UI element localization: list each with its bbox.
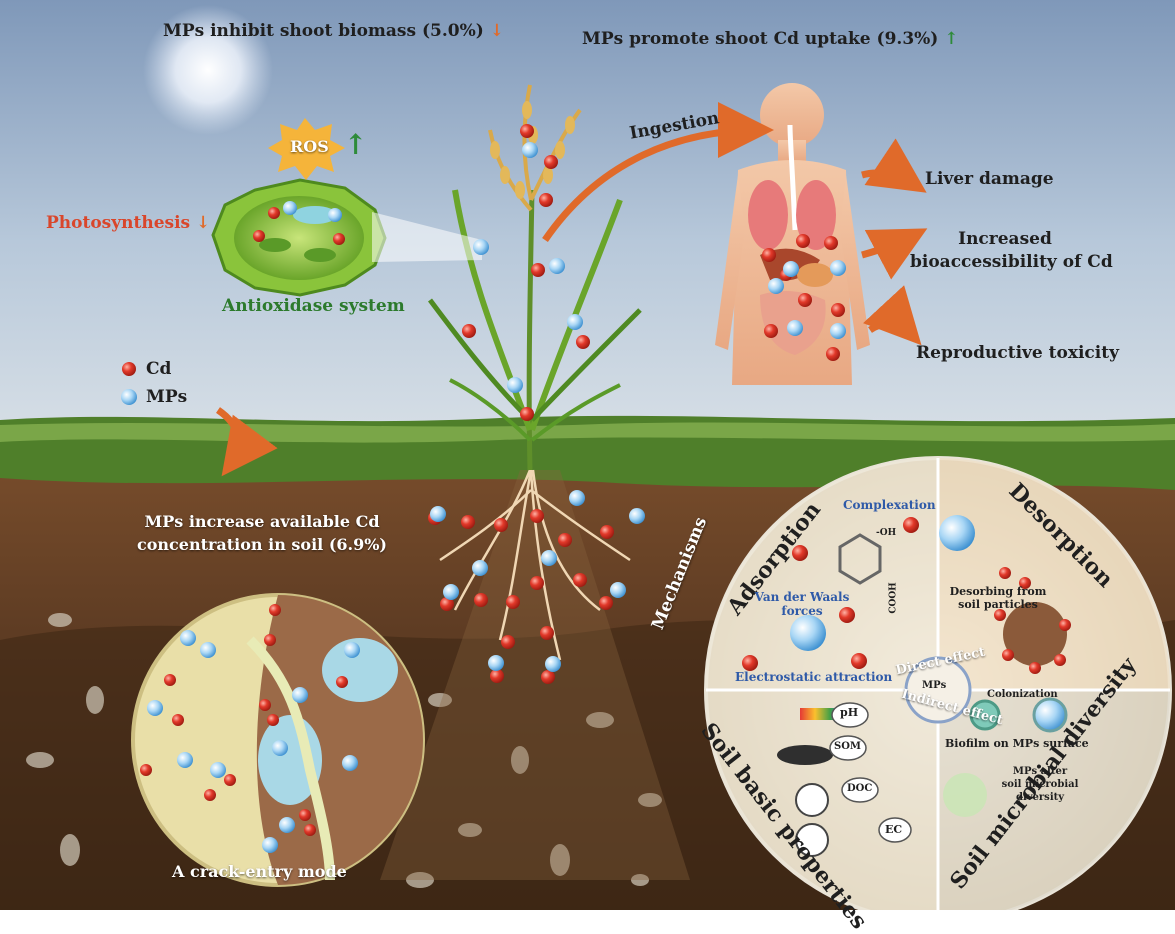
cooh-label: COOH (888, 582, 899, 614)
desorbing-line1: Desorbing from (949, 585, 1047, 598)
soil-stones (26, 613, 662, 888)
desorbing-label: Desorbing from soil particles (938, 585, 1058, 611)
uptake-label: MPs promote shoot Cd uptake (9.3%) ↑ (582, 29, 959, 49)
liver-label: Liver damage (925, 169, 1054, 189)
desorbing-line2: soil particles (958, 598, 1038, 611)
root-zone (380, 470, 690, 880)
bioaccessibility-label: Increased bioaccessibility of Cd (910, 228, 1113, 274)
vdw-line2: forces (781, 604, 823, 618)
grass-highlight (0, 422, 1175, 443)
bioaccessibility-line1: Increased (958, 229, 1052, 249)
soil-cd-line1: MPs increase available Cd (144, 512, 380, 531)
flow-arrows (215, 102, 928, 477)
biofilm-label: Biofilm on MPs surface (945, 737, 1089, 750)
ros-label: ROS (290, 137, 329, 156)
down-arrow-icon: ↓ (489, 21, 504, 41)
crack-entry-label: A crack-entry mode (172, 862, 347, 881)
electrostatic-label: Electrostatic attraction (735, 670, 893, 684)
mps-badge: MPs (922, 680, 947, 691)
reproductive-label: Reproductive toxicity (916, 343, 1119, 363)
colonization-label: Colonization (987, 689, 1058, 700)
oh-label: -OH (876, 528, 897, 538)
vdw-line1: Van der Waals (754, 590, 850, 604)
ros-burst (268, 118, 345, 180)
alter-line2: soil microbial (1001, 779, 1079, 790)
crack-entry-magnifier (131, 593, 425, 887)
biomass-label: MPs inhibit shoot biomass (5.0%) ↓ (163, 21, 504, 41)
photosynthesis-text: Photosynthesis (46, 213, 191, 233)
cd-particles (122, 124, 1071, 836)
biomass-text: MPs inhibit shoot biomass (5.0%) (163, 21, 484, 41)
antioxidase-label: Antioxidase system (222, 296, 405, 316)
photosynthesis-label: Photosynthesis ↓ (46, 213, 210, 233)
som-label: SOM (834, 741, 862, 752)
ec-label: EC (885, 823, 903, 836)
alter-line1: MPs alter (1012, 766, 1068, 777)
alter-diversity-label: MPs alter soil microbial diversity (995, 765, 1085, 804)
alter-line3: diversity (1015, 792, 1065, 803)
legend-cd: Cd (146, 359, 172, 379)
zoom-beam (372, 212, 482, 262)
mechanisms-wheel (704, 456, 1172, 910)
soil-cd-line2: concentration in soil (6.9%) (137, 535, 387, 554)
uptake-text: MPs promote shoot Cd uptake (9.3%) (582, 29, 939, 49)
ros-up-arrow-icon: ↑ (344, 128, 368, 161)
sun (143, 5, 273, 135)
roots (439, 469, 631, 661)
photosynthesis-down-arrow-icon: ↓ (196, 213, 211, 233)
complexation-label: Complexation (843, 498, 936, 512)
vdw-label: Van der Waals forces (742, 590, 862, 618)
ph-label: pH (840, 706, 859, 719)
mps-particles (121, 142, 846, 853)
doc-label: DOC (847, 783, 873, 794)
diagram-canvas (0, 0, 1175, 910)
up-arrow-icon: ↑ (944, 29, 959, 49)
bioaccessibility-line2: bioaccessibility of Cd (910, 252, 1113, 272)
soil-cd-label: MPs increase available Cd concentration … (122, 510, 402, 556)
legend-mps: MPs (146, 387, 188, 407)
